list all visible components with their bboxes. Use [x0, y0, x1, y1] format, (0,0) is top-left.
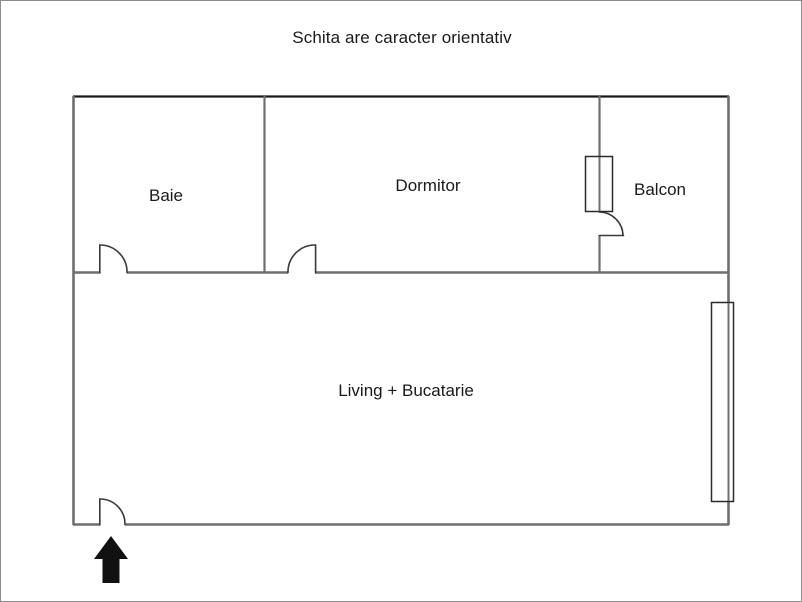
- room-label-baie: Baie: [148, 185, 184, 205]
- entrance-arrow-glyph: [94, 536, 128, 583]
- entrance-arrow: [94, 536, 128, 583]
- page-title: Schita are caracter orientativ: [292, 28, 512, 47]
- walls-group: [72, 95, 730, 526]
- baie-door-swing-arc: [99, 244, 128, 274]
- window-mullions-group: [598, 157, 730, 501]
- living-window: [710, 301, 735, 503]
- balcon-door: [598, 211, 625, 237]
- room-label-balcon: Balcon: [634, 179, 686, 199]
- entrance-door: [99, 498, 126, 526]
- room-label-dormitor: Dormitor: [395, 175, 461, 195]
- windows-group: [584, 155, 735, 503]
- entrance-door-swing-arc: [99, 498, 126, 526]
- dormitor-door-swing-arc: [287, 244, 317, 274]
- balcon-door-swing-arc: [598, 211, 624, 237]
- room-label-living-bucatarie: Living + Bucatarie: [338, 380, 474, 400]
- baie-door: [99, 244, 128, 274]
- doors-group: [99, 211, 625, 526]
- dormitor-door: [287, 244, 317, 274]
